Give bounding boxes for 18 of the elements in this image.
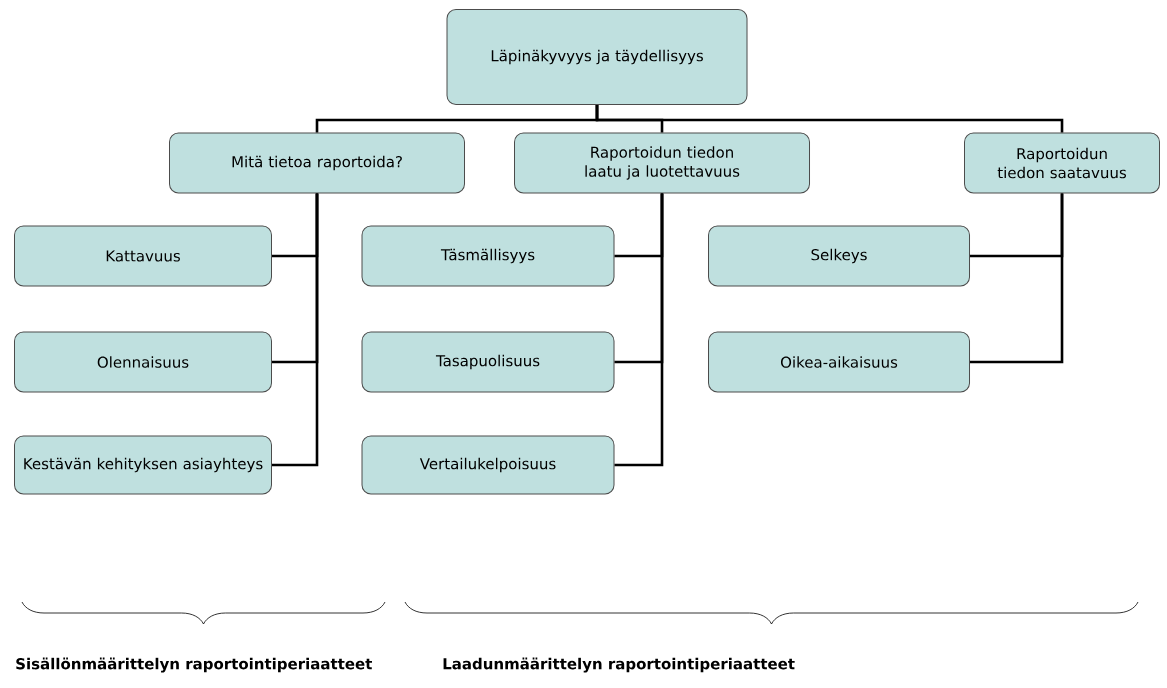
group-label: Sisällönmäärittelyn raportointiperiaatteet: [16, 657, 372, 673]
process-box: Vertailukelpoisuus: [361, 435, 615, 495]
process-box: Raportoidun tiedon laatu ja luotettavuus: [514, 132, 810, 194]
connector-line: [970, 193, 1064, 364]
connector-line: [272, 193, 319, 467]
process-box: Kattavuus: [14, 225, 272, 287]
connector-line: [595, 105, 1064, 133]
process-box: Tasapuolisuus: [361, 331, 615, 393]
process-box: Täsmällisyys: [361, 225, 615, 287]
process-box: Mitä tietoa raportoida?: [169, 132, 465, 194]
process-box: Selkeys: [708, 225, 970, 287]
process-box: Raportoidun tiedon saatavuus: [964, 132, 1160, 194]
connector-line: [614, 193, 664, 467]
process-box: Kestävän kehityksen asiayhteys: [14, 435, 272, 495]
process-box: Oikea-aikaisuus: [708, 331, 970, 393]
process-box: Olennaisuus: [14, 331, 272, 393]
process-box: Läpinäkyvyys ja täydellisyys: [446, 9, 748, 105]
group-label: Laadunmäärittelyn raportointiperiaatteet: [443, 657, 795, 673]
